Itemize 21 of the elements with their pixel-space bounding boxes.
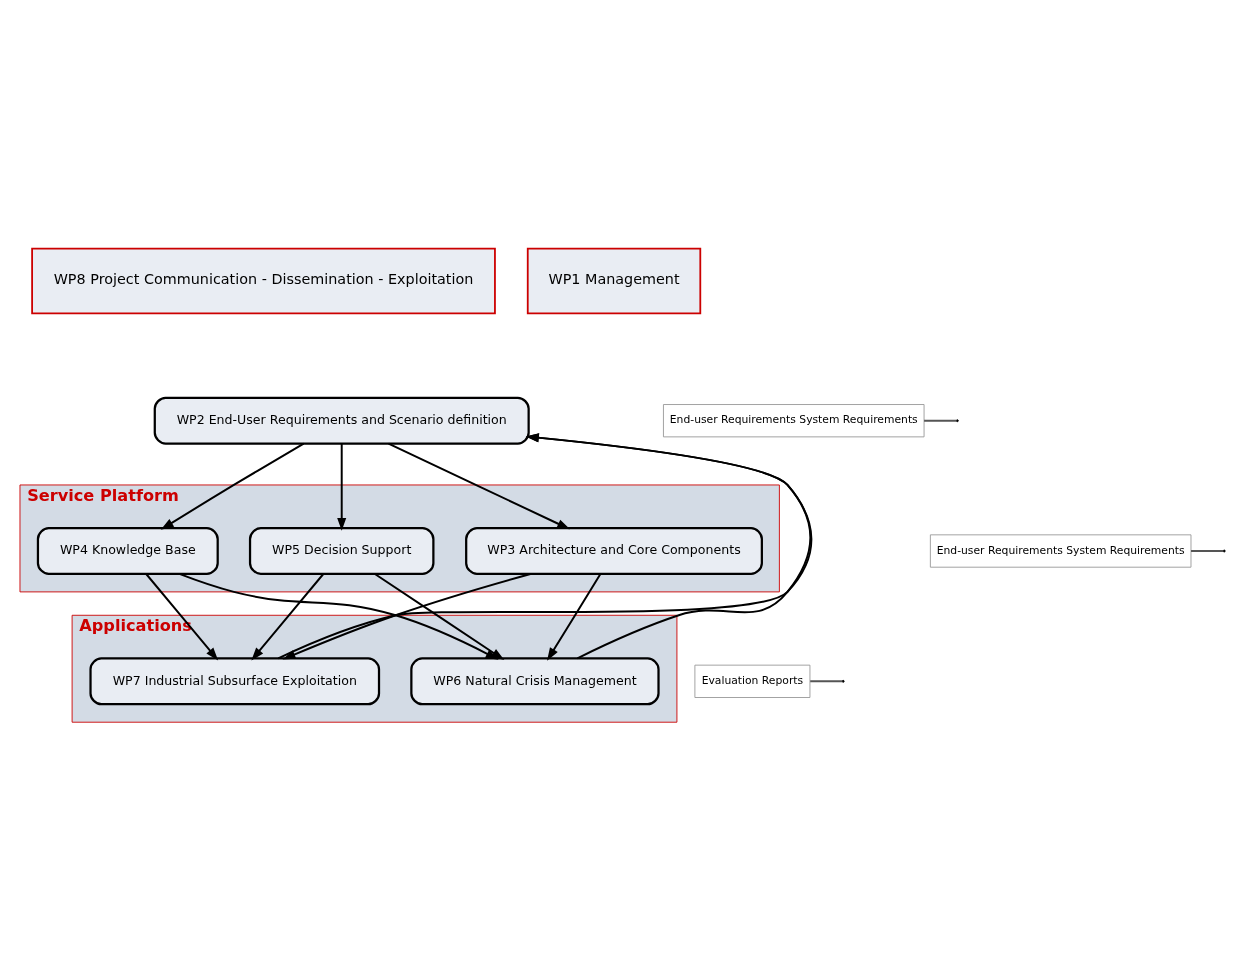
node-box: WP6 Natural Crisis Management — [410, 657, 660, 706]
node-box: WP3 Architecture and Core Components — [465, 526, 763, 576]
node-box: WP7 Industrial Subsurface Exploitation — [89, 657, 381, 706]
arrow — [160, 442, 305, 530]
arrow — [251, 573, 325, 661]
arrow — [525, 433, 812, 660]
arrow — [337, 442, 347, 531]
node-box: Evaluation Reports — [694, 664, 811, 698]
node-box: WP5 Decision Support — [248, 526, 435, 576]
node-box: WP8 Project Communication - Dissemination - Exploitation — [31, 247, 496, 315]
node-box: WP1 Management — [526, 247, 702, 315]
arrow — [387, 442, 571, 530]
node-box: End-user Requirements System Requirements — [929, 534, 1192, 568]
node-box: WP4 Knowledge Base — [36, 526, 219, 576]
arrow — [547, 573, 602, 661]
connector — [923, 419, 958, 422]
connector — [1190, 550, 1225, 552]
node-box: End-user Requirements System Requirements — [663, 404, 925, 438]
node-box: WP2 End-User Requirements and Scenario definition — [153, 396, 530, 445]
connector — [809, 680, 844, 683]
arrow — [145, 573, 219, 661]
